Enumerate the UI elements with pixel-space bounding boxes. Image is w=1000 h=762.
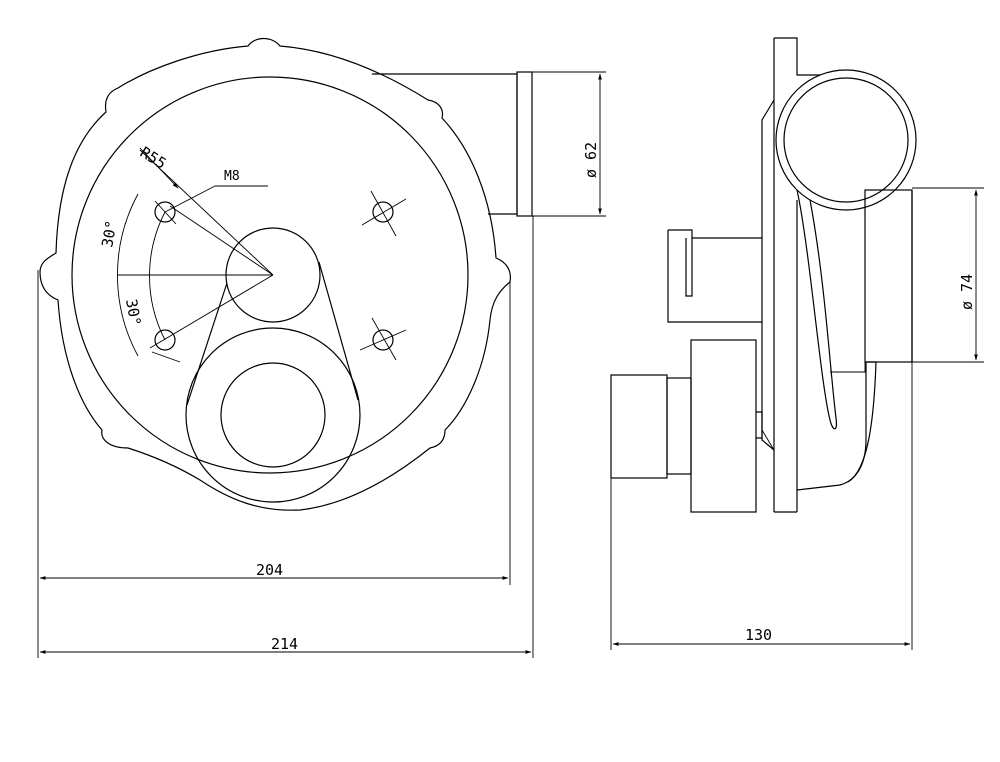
r55-leader	[139, 147, 179, 189]
bolt-hole-top-left	[154, 201, 176, 223]
body-circle	[71, 76, 469, 474]
bolt-hole-bottom-left	[154, 329, 176, 351]
angle-top-label: 30°	[98, 219, 120, 249]
dim-214: 214	[271, 635, 298, 653]
shaft-collar	[666, 377, 692, 475]
crosshair	[371, 317, 397, 361]
angle-bottom-label: 30°	[122, 298, 144, 328]
web-left	[186, 282, 228, 406]
bolt-hole-bottom-right	[372, 329, 394, 351]
side-skin	[761, 99, 775, 451]
outlet-pipe	[372, 73, 518, 215]
hub-to-boltline	[169, 205, 274, 276]
shaft-link	[756, 411, 763, 439]
upper-boss	[667, 229, 762, 323]
crosshair	[151, 351, 181, 363]
lower-boss-outer	[185, 327, 361, 503]
web-right	[318, 261, 359, 401]
crosshair	[361, 198, 407, 226]
bolt-hole-top-right	[372, 201, 394, 223]
shaft-taper	[761, 429, 775, 451]
crosshair	[359, 329, 407, 351]
side-plate	[774, 37, 820, 76]
pipe-inner	[783, 77, 909, 203]
angle-arc	[117, 193, 139, 357]
volute-rise	[847, 361, 877, 483]
side-pipe	[864, 189, 913, 363]
bolt-circle-arc	[149, 211, 166, 341]
housing-outline	[39, 37, 511, 511]
dim-dia-62: ø 62	[582, 142, 600, 178]
radius-line-bottom	[149, 274, 274, 349]
m8-leader	[164, 185, 216, 213]
thread-label: M8	[224, 169, 240, 184]
radius-label: R55	[137, 143, 170, 173]
dim-dia-74: ø 74	[958, 274, 976, 310]
shaft-end	[610, 374, 668, 479]
front-view: R55 M8 30° 30° 204 214 ø 62	[37, 37, 606, 658]
shaft-block	[690, 339, 757, 513]
outlet-flange	[516, 71, 533, 217]
crosshair	[370, 190, 397, 237]
volute-body	[796, 189, 838, 430]
dim-204: 204	[256, 561, 283, 579]
pipe-outer	[775, 69, 917, 211]
lower-boss-inner	[220, 362, 326, 468]
dim-130: 130	[745, 626, 772, 644]
crosshair	[154, 200, 177, 225]
side-view: 130 ø 74	[610, 37, 984, 650]
